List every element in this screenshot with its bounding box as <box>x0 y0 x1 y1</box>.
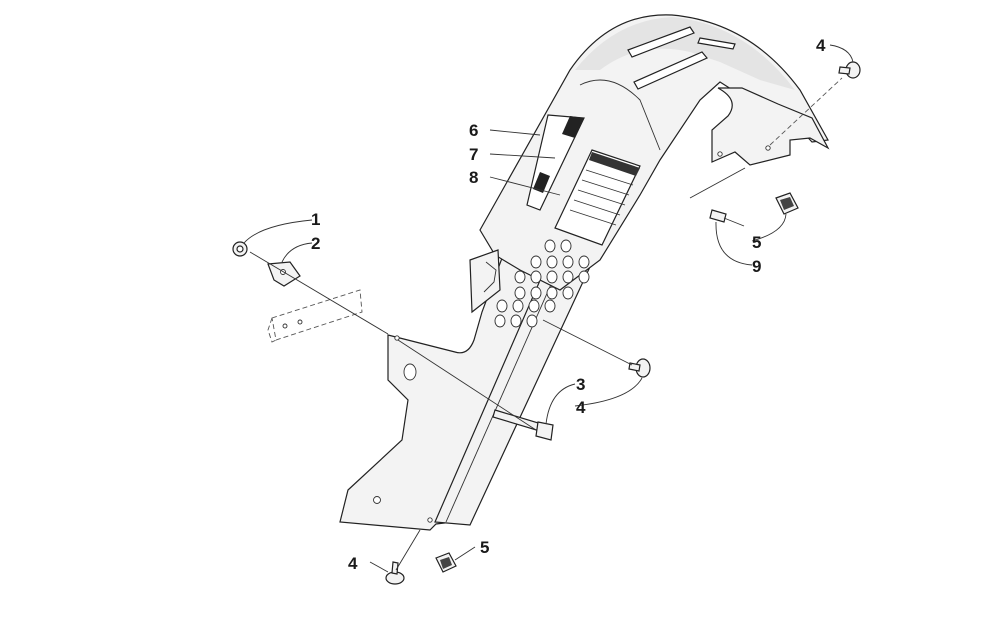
callout-8: 8 <box>469 168 478 187</box>
vent-hole <box>530 255 542 269</box>
vent-hole <box>562 270 574 284</box>
callout-5-bottom: 5 <box>480 538 489 557</box>
vent-hole <box>512 299 524 313</box>
vent-hole <box>510 314 522 328</box>
callout-7: 7 <box>469 145 478 164</box>
rivet-part-4-top <box>838 61 861 79</box>
vent-hole <box>530 270 542 284</box>
vent-hole <box>562 286 574 300</box>
vent-hole <box>578 270 590 284</box>
vent-hole <box>544 299 556 313</box>
vent-hole <box>530 286 542 300</box>
callout-2: 2 <box>311 234 320 253</box>
information-decal <box>554 149 641 246</box>
callout-4-top: 4 <box>816 36 826 55</box>
vent-hole <box>546 270 558 284</box>
vent-hole <box>514 286 526 300</box>
vent-hole <box>526 314 538 328</box>
vent-hole <box>494 314 506 328</box>
vent-hole <box>562 255 574 269</box>
vent-hole <box>546 255 558 269</box>
push-rivet-part-9 <box>709 209 745 227</box>
callout-9: 9 <box>752 257 761 276</box>
speed-nut-part-5-bottom <box>435 552 457 573</box>
vent-hole <box>544 239 556 253</box>
callout-4-bottom: 4 <box>348 554 358 573</box>
vent-hole-pattern <box>494 239 590 328</box>
vent-hole <box>514 270 526 284</box>
vent-hole <box>560 239 572 253</box>
warning-decal-label <box>526 114 585 211</box>
frame-mounting-bracket <box>267 289 363 343</box>
vent-hole <box>578 255 590 269</box>
bolt-part-3 <box>492 409 554 441</box>
callout-1: 1 <box>311 210 320 229</box>
callout-6: 6 <box>469 121 478 140</box>
rivet-part-4-center <box>628 358 651 378</box>
vent-hole <box>496 299 508 313</box>
callout-4-bolt: 4 <box>576 398 586 417</box>
clip-part-2 <box>267 261 301 287</box>
callout-3: 3 <box>576 375 585 394</box>
speed-nut-part-5-top <box>775 192 799 215</box>
vent-hole <box>528 299 540 313</box>
vent-hole <box>546 286 558 300</box>
nut-part-1 <box>232 241 248 257</box>
callout-5-top: 5 <box>752 233 761 252</box>
rivet-part-4-bottom <box>385 561 405 585</box>
